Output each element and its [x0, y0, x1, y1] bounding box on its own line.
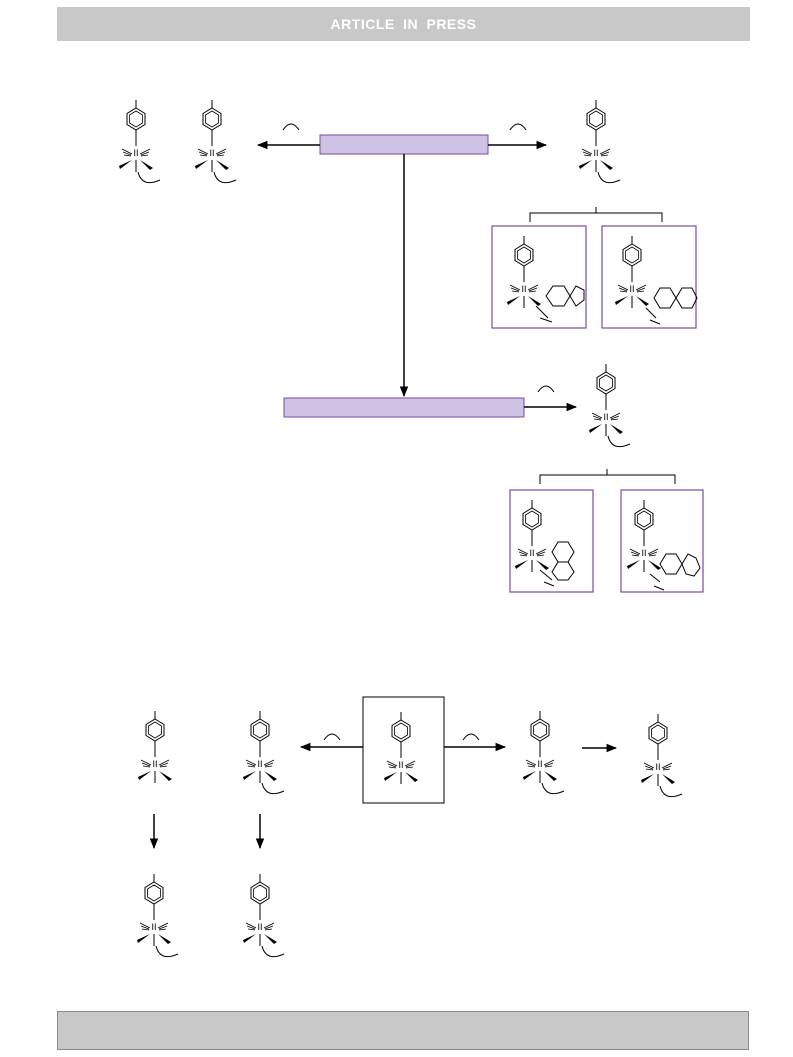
- product-box: [620, 489, 704, 593]
- bracket: [539, 469, 676, 484]
- reaction-condition-box: [283, 397, 525, 418]
- aryl-metal-complex-icon: [614, 235, 650, 309]
- header-banner: ARTICLE IN PRESS: [57, 7, 750, 41]
- arc-ligand-icon: [537, 385, 555, 393]
- reaction-condition-box: [319, 134, 489, 155]
- aryl-metal-complex-icon: [383, 711, 419, 785]
- scheme-upper: [119, 100, 704, 593]
- arc-ligand-icon: [462, 733, 480, 741]
- bicyclic-ligand-icon: [649, 553, 701, 591]
- aryl-metal-complex-icon: [626, 499, 662, 573]
- arc-ligand-icon: [323, 733, 341, 741]
- bracket: [529, 207, 663, 222]
- aryl-metal-complex-icon: [137, 874, 178, 957]
- footer-banner: [57, 1011, 749, 1050]
- product-box: [601, 225, 697, 329]
- aryl-metal-complex-icon: [119, 100, 160, 183]
- aryl-metal-complex-icon: [523, 711, 564, 794]
- aryl-metal-complex-icon: [589, 364, 630, 447]
- aryl-metal-complex-icon: [137, 710, 173, 784]
- aryl-metal-complex-icon: [243, 874, 284, 957]
- product-box: [509, 489, 594, 593]
- aryl-metal-complex-icon: [243, 711, 284, 794]
- aryl-metal-complex-icon: [506, 235, 542, 309]
- arc-ligand-icon: [509, 123, 527, 131]
- aryl-metal-complex-icon: [514, 499, 550, 573]
- aryl-metal-complex-icon: [195, 100, 236, 183]
- bicyclic-ligand-icon: [645, 287, 698, 325]
- product-box: [491, 225, 587, 329]
- bicyclic-ligand-icon: [535, 285, 585, 323]
- arc-ligand-icon: [282, 123, 300, 131]
- aryl-metal-complex-icon: [579, 100, 620, 183]
- bicyclic-ligand-icon: [539, 541, 575, 587]
- scheme-lower: [137, 696, 682, 957]
- aryl-metal-complex-icon: [641, 714, 682, 797]
- starting-complex-box: [362, 696, 445, 804]
- header-banner-text: ARTICLE IN PRESS: [330, 16, 477, 32]
